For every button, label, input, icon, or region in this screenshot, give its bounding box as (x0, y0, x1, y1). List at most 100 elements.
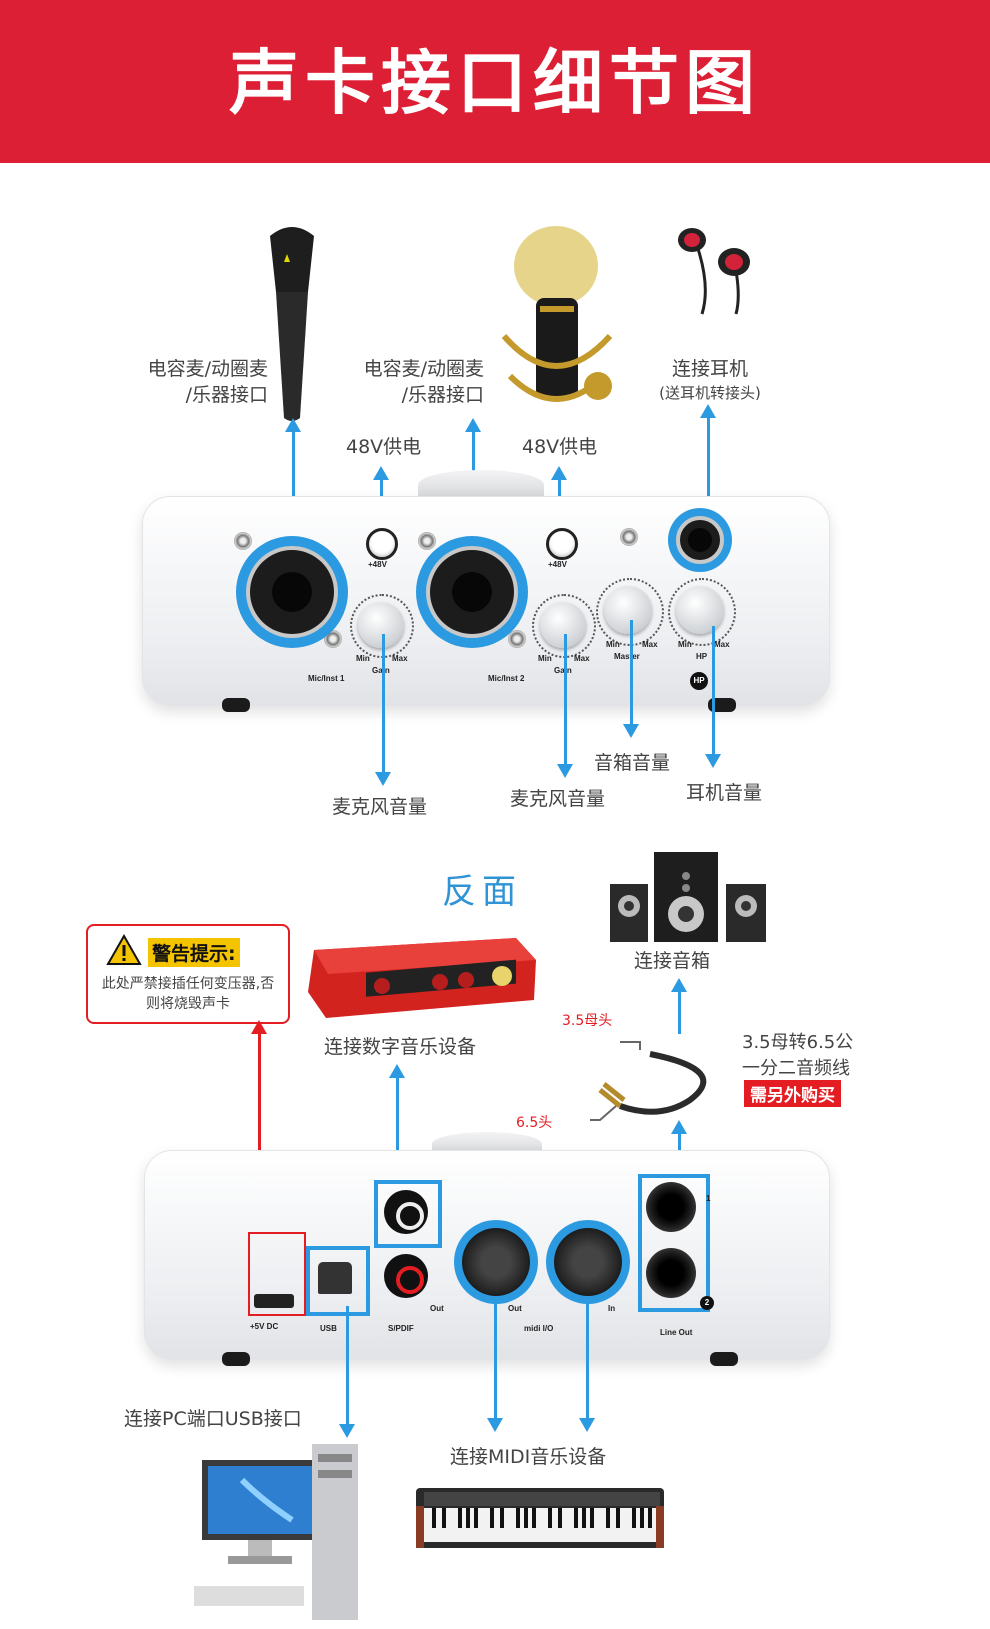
headphone-volume-knob[interactable] (676, 586, 724, 634)
channel-2-label: 2 (700, 1296, 714, 1310)
title-banner (0, 0, 990, 163)
hp-label: HP (696, 652, 708, 661)
midi-in-label: In (608, 1304, 616, 1313)
midi-out-port[interactable] (462, 1228, 530, 1296)
screw-icon (508, 630, 526, 648)
arrow-up-icon (373, 466, 389, 480)
jack-35-label: 3.5母头 (562, 1013, 613, 1029)
handheld-microphone-image (270, 227, 314, 421)
phantom-power-button-1[interactable] (366, 528, 398, 560)
speakers-image (610, 852, 766, 942)
min-label: Min (606, 640, 620, 649)
max-label: Max (642, 640, 658, 649)
dc-label: +5V DC (250, 1322, 279, 1331)
mic1-volume-label: 麦克风音量 (332, 796, 428, 818)
arrow-line (346, 1306, 349, 1426)
line-out-label: Line Out (660, 1328, 693, 1337)
warning-triangle-icon (106, 934, 142, 965)
mic-inst-1-label: Mic/Inst 1 (308, 674, 345, 683)
desktop-computer-image (194, 1444, 358, 1620)
phantom-power-label-1: 48V供电 (346, 436, 422, 458)
spdif-in-ring (396, 1202, 424, 1230)
earphones-image (678, 228, 750, 315)
arrow-down-icon (705, 754, 721, 768)
arrow-up-icon (700, 404, 716, 418)
arrow-line (586, 1300, 589, 1420)
device-foot (222, 1352, 250, 1366)
usb-port-highlight (306, 1246, 370, 1316)
screw-icon (234, 532, 252, 550)
gain-label-2: Gain (554, 666, 572, 675)
headphone-jack-hole (688, 528, 712, 552)
arrow-up-icon (551, 466, 567, 480)
midi-keyboard-image (416, 1488, 664, 1548)
midi-io-label: midi I/O (524, 1324, 554, 1333)
arrow-line (292, 430, 295, 536)
arrow-down-icon (557, 764, 573, 778)
arrow-line (707, 416, 710, 516)
midi-in-port[interactable] (554, 1228, 622, 1296)
dc-power-port[interactable] (254, 1294, 294, 1308)
channel-1-label: 1 (706, 1194, 711, 1203)
gain-label-1: Gain (372, 666, 390, 675)
warning-arrow-line (258, 1030, 261, 1240)
line-out-highlight (638, 1174, 710, 1312)
mic-inst-2-label: Mic/Inst 2 (488, 674, 525, 683)
buy-separately-badge: 需另外购买 (744, 1080, 841, 1107)
digital-audio-device-image (308, 938, 536, 1018)
arrow-down-icon (487, 1418, 503, 1432)
page-title: 声卡接口细节图 (229, 42, 761, 124)
dc-power-port-highlight (248, 1232, 306, 1316)
midi-out-label: Out (508, 1304, 522, 1313)
device-top-dome (418, 470, 544, 500)
line-out-1-jack[interactable] (646, 1182, 696, 1232)
phantom-power-label-2: 48V供电 (522, 436, 598, 458)
jack-65-label: 6.5头 (516, 1115, 553, 1131)
arrow-down-icon (339, 1424, 355, 1438)
audio-cable-image (590, 1041, 707, 1121)
min-label: Min (538, 654, 552, 663)
gain-knob-1[interactable] (358, 602, 404, 648)
pc-usb-label: 连接PC端口USB接口 (124, 1408, 302, 1430)
arrow-line (630, 620, 633, 726)
headphone-volume-label: 耳机音量 (686, 782, 763, 804)
line-out-2-jack[interactable] (646, 1248, 696, 1298)
master-volume-knob[interactable] (604, 586, 652, 634)
screw-icon (418, 532, 436, 550)
usb-b-port[interactable] (318, 1262, 352, 1294)
speaker-volume-label: 音箱音量 (594, 752, 671, 774)
headphone-sublabel: (送耳机转接头) (659, 384, 761, 402)
headphone-label: 连接耳机 (671, 358, 748, 380)
spdif-out-ring (396, 1266, 424, 1294)
gain-knob-2[interactable] (540, 602, 586, 648)
screw-icon (620, 528, 638, 546)
arrow-up-icon (465, 418, 481, 432)
hp-badge: HP (690, 672, 708, 690)
arrow-line (396, 1076, 399, 1186)
arrow-up-icon (671, 978, 687, 992)
mic1-input-label: 电容麦/动圈麦 /乐器接口 (147, 358, 268, 406)
max-label: Max (574, 654, 590, 663)
arrow-down-icon (623, 724, 639, 738)
arrow-line (564, 634, 567, 766)
master-label: Master (614, 652, 640, 661)
warning-title: 警告提示: (148, 938, 240, 967)
arrow-down-icon (375, 772, 391, 786)
arrow-up-icon (389, 1064, 405, 1078)
mic1-jack-hole (272, 572, 312, 612)
screw-icon (324, 630, 342, 648)
mic2-volume-label: 麦克风音量 (510, 788, 606, 810)
arrow-up-icon (251, 1020, 267, 1034)
arrow-down-icon (579, 1418, 595, 1432)
phantom-power-button-2[interactable] (546, 528, 578, 560)
midi-device-label: 连接MIDI音乐设备 (450, 1446, 607, 1468)
arrow-line (494, 1300, 497, 1420)
min-label: Min (678, 640, 692, 649)
back-section-title: 反面 (442, 872, 522, 912)
plus48-label-2: +48V (548, 560, 567, 569)
min-label: Min (356, 654, 370, 663)
mic2-input-label: 电容麦/动圈麦 /乐器接口 (363, 358, 484, 406)
arrow-up-icon (285, 418, 301, 432)
device-foot (222, 698, 250, 712)
plus48-label-1: +48V (368, 560, 387, 569)
